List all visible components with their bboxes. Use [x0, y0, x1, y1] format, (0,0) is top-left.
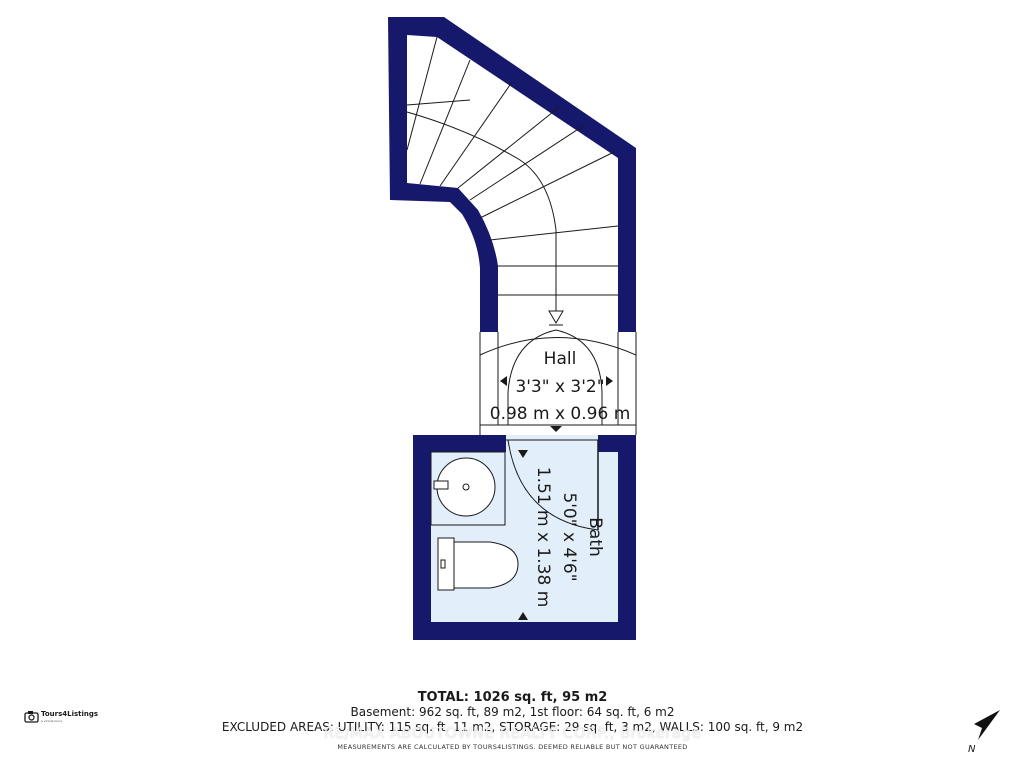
bath-door-swing — [507, 439, 599, 531]
compass-label: N — [968, 744, 976, 755]
hall-dim-imperial: 3'3" x 3'2" — [515, 377, 604, 397]
floor-breakdown: Basement: 962 sq. ft, 89 m2, 1st floor: … — [350, 705, 675, 719]
stair-direction-arrow-icon — [548, 310, 564, 324]
excluded-areas: EXCLUDED AREAS: UTILITY: 115 sq. ft, 11 … — [221, 720, 804, 734]
stair-floor — [407, 35, 618, 332]
bath-name: Bath — [585, 517, 605, 557]
bath-dim-metric: 1.51 m x 1.38 m — [533, 467, 553, 608]
camera-icon — [24, 711, 39, 723]
brand-logo: Tours4Listings a virtual tours — [24, 708, 114, 726]
stair-treads — [406, 36, 619, 320]
hall-name: Hall — [544, 349, 577, 369]
toilet-fixture — [437, 537, 519, 591]
brand-tagline: a virtual tours — [41, 719, 63, 723]
brokerage-watermark: RE/MAX ABOUTOWNE REALTY CORP., Brokerage — [323, 724, 702, 742]
total-area: TOTAL: 1026 sq. ft, 95 m2 — [417, 690, 608, 705]
floor-plan: Hall 3'3" x 3'2" 0.98 m x 0.96 m Bath 5'… — [388, 17, 637, 640]
hall-door-swing — [507, 329, 603, 425]
compass: N — [962, 706, 1002, 756]
measurement-disclaimer: MEASUREMENTS ARE CALCULATED BY TOURS4LIS… — [337, 743, 688, 751]
hall-dim-metric: 0.98 m x 0.96 m — [490, 404, 631, 424]
bath-dim-imperial: 5'0" x 4'6" — [559, 492, 579, 581]
north-arrow-icon — [974, 710, 1000, 740]
sink-fixture — [430, 451, 506, 526]
brand-name: Tours4Listings — [41, 710, 99, 718]
